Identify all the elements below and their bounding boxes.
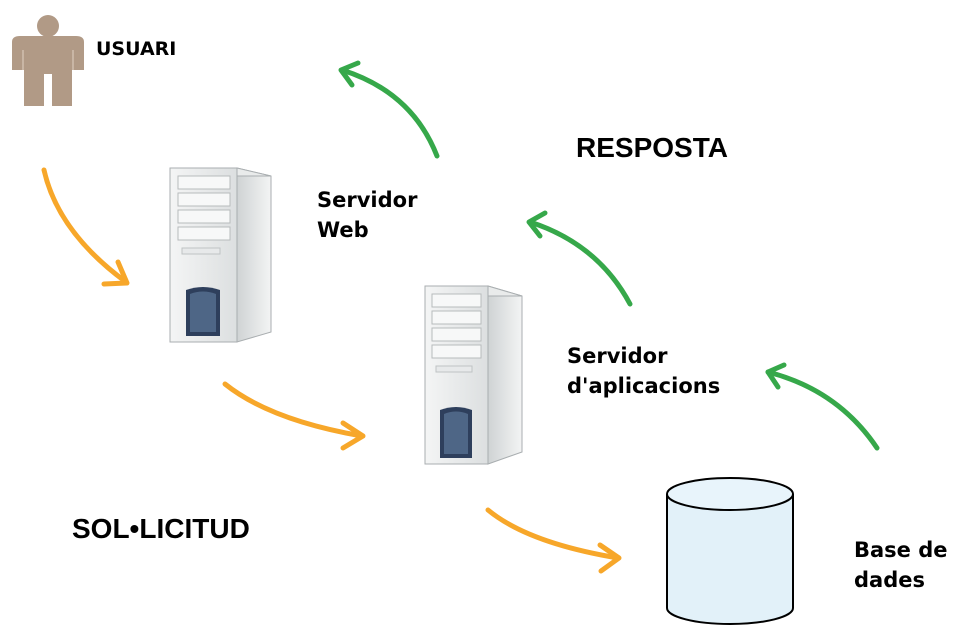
app-server-icon [424,285,523,465]
database-label: Base de dades [854,538,948,592]
response-arrow-db-to-app [765,362,880,451]
person-icon [12,15,84,106]
web-server-label: Servidor Web [317,188,418,242]
request-label: SOL•LICITUD [72,513,250,544]
request-arrow-user-to-web [41,167,130,287]
request-arrow-web-to-app [222,381,366,451]
response-arrow-web-to-user [338,60,440,159]
app-server-label: Servidor d'aplicacions [567,344,721,398]
user-label: USUARI [96,38,177,60]
response-arrow-app-to-web [526,210,633,307]
request-arrow-app-to-db [485,507,622,574]
web-server-icon [169,167,272,343]
database-cylinder-icon [666,477,794,625]
response-label: RESPOSTA [576,132,728,163]
